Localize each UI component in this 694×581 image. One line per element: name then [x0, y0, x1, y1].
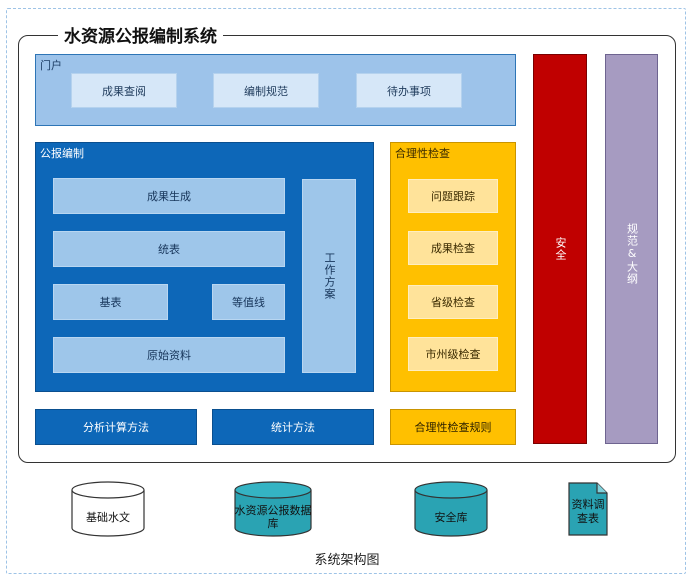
isoline-box: 等值线 [212, 284, 285, 320]
portal-item-results-view: 成果查阅 [71, 73, 177, 108]
issue-tracking-box: 问题跟踪 [408, 179, 498, 213]
security-label: 安全 [554, 237, 567, 261]
check-rules-box: 合理性检查规则 [390, 409, 516, 445]
work-plan-box: 工作方案 [302, 179, 356, 373]
database-cylinder-icon [71, 481, 145, 537]
norms-column: 规范&大纲 [605, 54, 658, 444]
survey-table-label: 资料调查表 [571, 498, 605, 525]
raw-data-box: 原始资料 [53, 337, 285, 373]
portal-item-compilation-norms: 编制规范 [213, 73, 319, 108]
portal-label: 门户 [40, 59, 62, 72]
database-cylinder-icon [234, 481, 312, 537]
security-database: 安全库 [414, 481, 488, 537]
database-cylinder-icon [414, 481, 488, 537]
portal-item-todo: 待办事项 [356, 73, 462, 108]
system-title: 水资源公报编制系统 [58, 22, 223, 47]
security-column: 安全 [533, 54, 587, 444]
document-icon [568, 482, 608, 536]
base-table-box: 基表 [53, 284, 168, 320]
survey-table-document: 资料调查表 [568, 482, 608, 536]
compilation-label: 公报编制 [40, 147, 84, 160]
rationality-check-label: 合理性检查 [395, 147, 450, 160]
norms-label: 规范&大纲 [625, 223, 639, 285]
work-plan-label: 工作方案 [323, 252, 336, 300]
statistics-method-box: 统计方法 [212, 409, 374, 445]
hydrology-database: 基础水文 [71, 481, 145, 537]
hydrology-database-label: 基础水文 [86, 510, 130, 524]
results-generation-box: 成果生成 [53, 178, 285, 214]
analysis-method-box: 分析计算方法 [35, 409, 197, 445]
bulletin-database-label: 水资源公报数据库 [234, 504, 312, 530]
security-database-label: 安全库 [434, 510, 468, 524]
results-check-box: 成果检查 [408, 231, 498, 265]
diagram-frame [6, 8, 686, 574]
statistics-table-box: 统表 [53, 231, 285, 267]
city-check-box: 市州级检查 [408, 337, 498, 371]
diagram-caption: 系统架构图 [314, 553, 380, 568]
system-boundary [18, 35, 676, 463]
bulletin-database: 水资源公报数据库 [234, 481, 312, 537]
provincial-check-box: 省级检查 [408, 285, 498, 319]
